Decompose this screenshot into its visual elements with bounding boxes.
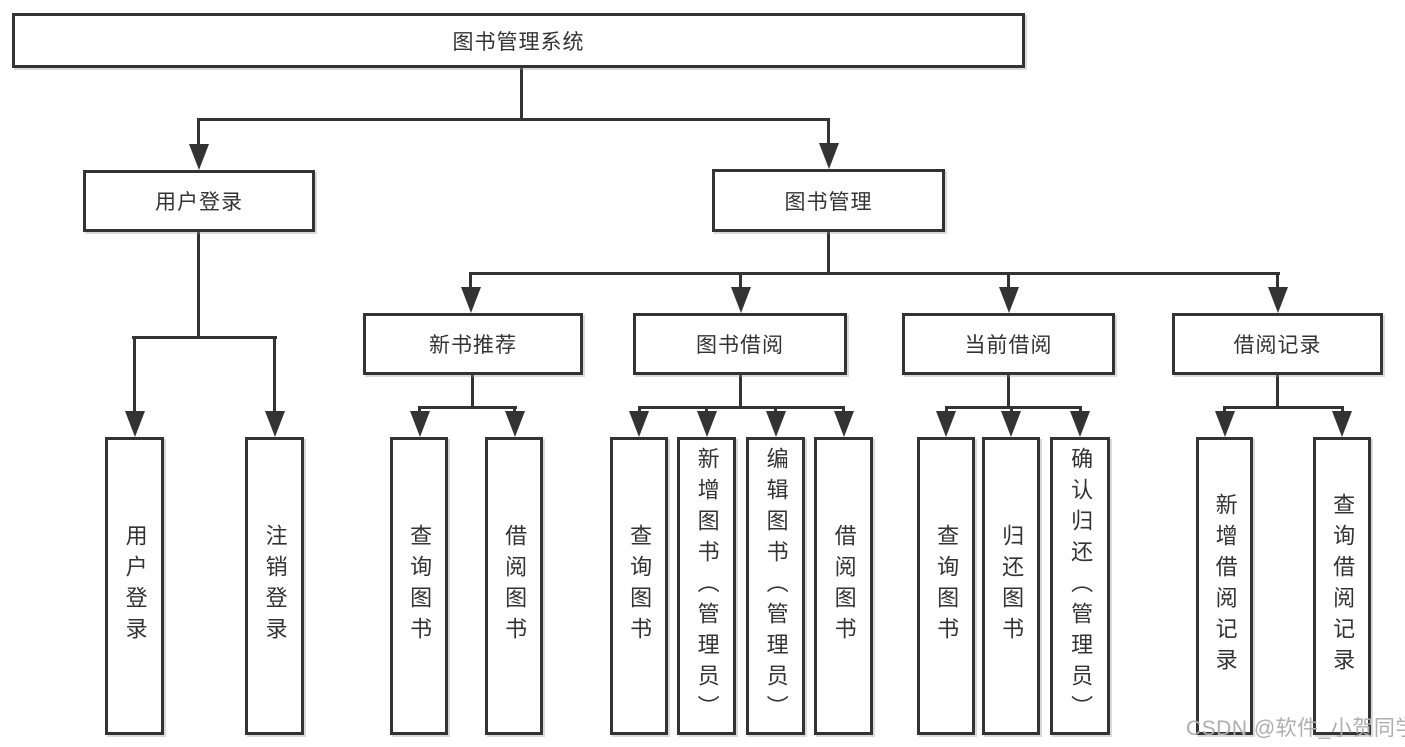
connector-line: [197, 232, 200, 336]
leaf-query-borrow-record-label: 查询借阅记录: [1330, 493, 1356, 679]
leaf-edit-book-admin-label: 编辑图书（管理员）: [763, 446, 789, 726]
connector-line: [197, 118, 200, 148]
leaf-user-login-label: 用户登录: [122, 524, 148, 648]
leaf-borrow-books-recommend-label: 借阅图书: [502, 524, 528, 648]
node-borrowing-records-label: 借阅记录: [1233, 334, 1322, 357]
connector-line: [739, 272, 742, 288]
node-user-login-label: 用户登录: [155, 191, 243, 214]
leaf-query-books-borrowing: 查询图书: [610, 437, 668, 735]
connector-line: [520, 68, 523, 118]
connector-line: [1223, 406, 1343, 409]
connector-line: [638, 406, 845, 409]
connector-line: [418, 406, 517, 409]
leaf-add-borrow-record: 新增借阅记录: [1196, 437, 1253, 735]
connector-line: [197, 118, 830, 121]
connector-line: [1276, 375, 1279, 406]
connector-line: [471, 375, 474, 406]
arrow-down-icon: [125, 411, 145, 437]
leaf-query-books-recommend-label: 查询图书: [407, 524, 433, 648]
connector-line: [638, 406, 641, 414]
connector-line: [945, 406, 1082, 409]
connector-line: [418, 406, 421, 414]
arrow-down-icon: [766, 411, 786, 437]
arrow-down-icon: [461, 287, 481, 313]
node-book-borrowing: 图书借阅: [633, 313, 847, 375]
leaf-return-book-label: 归还图书: [999, 524, 1025, 648]
connector-line: [132, 336, 277, 339]
connector-line: [1079, 406, 1082, 414]
leaf-query-books-current: 查询图书: [917, 437, 975, 735]
connector-line: [133, 336, 136, 414]
connector-line: [1007, 272, 1010, 288]
arrow-down-icon: [819, 143, 839, 169]
arrow-down-icon: [410, 411, 430, 437]
arrow-down-icon: [1268, 287, 1288, 313]
arrow-down-icon: [834, 411, 854, 437]
leaf-add-book-admin: 新增图书（管理员）: [677, 437, 736, 735]
connector-line: [513, 406, 516, 414]
arrow-down-icon: [505, 411, 525, 437]
leaf-confirm-return-admin: 确认归还（管理员）: [1050, 437, 1110, 735]
arrow-down-icon: [1001, 411, 1021, 437]
watermark: CSDN @软件_小贺同学: [1186, 717, 1405, 740]
node-new-book-recommendation: 新书推荐: [363, 313, 583, 375]
connector-line: [469, 272, 472, 288]
arrow-down-icon: [936, 411, 956, 437]
leaf-edit-book-admin: 编辑图书（管理员）: [746, 437, 805, 735]
connector-line: [1010, 406, 1013, 414]
connector-line: [739, 375, 742, 406]
leaf-return-book: 归还图书: [982, 437, 1040, 735]
leaf-query-borrow-record: 查询借阅记录: [1313, 437, 1371, 735]
arrow-down-icon: [1332, 411, 1352, 437]
leaf-add-borrow-record-label: 新增借阅记录: [1212, 493, 1238, 679]
leaf-logout-login-label: 注销登录: [262, 524, 288, 648]
node-root-label: 图书管理系统: [452, 30, 585, 54]
leaf-borrow-books-borrowing: 借阅图书: [814, 437, 873, 735]
connector-line: [705, 406, 708, 414]
connector-line: [273, 336, 276, 414]
leaf-logout-login: 注销登录: [245, 437, 304, 735]
leaf-query-books-borrowing-label: 查询图书: [627, 524, 653, 648]
node-current-borrowing-label: 当前借阅: [964, 334, 1053, 357]
leaf-query-books-current-label: 查询图书: [934, 524, 960, 648]
leaf-user-login: 用户登录: [105, 437, 164, 735]
leaf-query-books-recommend: 查询图书: [390, 437, 448, 735]
connector-line: [1223, 406, 1226, 414]
node-book-management-label: 图书管理: [784, 190, 873, 214]
connector-line: [842, 406, 845, 414]
node-current-borrowing: 当前借阅: [902, 313, 1115, 375]
connector-line: [1007, 375, 1010, 406]
leaf-borrow-books-borrowing-label: 借阅图书: [831, 524, 857, 648]
node-new-book-recommendation-label: 新书推荐: [429, 334, 517, 357]
connector-line: [1341, 406, 1344, 414]
node-borrowing-records: 借阅记录: [1172, 313, 1383, 375]
arrow-down-icon: [1070, 411, 1090, 437]
connector-line: [945, 406, 948, 414]
connector-line: [469, 272, 1280, 275]
node-user-login: 用户登录: [83, 170, 315, 232]
node-root: 图书管理系统: [12, 13, 1025, 68]
node-book-management: 图书管理: [712, 169, 945, 232]
arrow-down-icon: [1215, 411, 1235, 437]
leaf-borrow-books-recommend: 借阅图书: [485, 437, 543, 735]
connector-line: [827, 118, 830, 147]
arrow-down-icon: [629, 411, 649, 437]
arrow-down-icon: [697, 411, 717, 437]
node-book-borrowing-label: 图书借阅: [696, 334, 784, 357]
connector-line: [827, 232, 830, 272]
arrow-down-icon: [731, 287, 751, 313]
connector-line: [1276, 272, 1279, 288]
leaf-confirm-return-admin-label: 确认归还（管理员）: [1068, 446, 1094, 726]
connector-line: [774, 406, 777, 414]
arrow-down-icon: [189, 144, 209, 170]
arrow-down-icon: [999, 287, 1019, 313]
arrow-down-icon: [265, 411, 285, 437]
leaf-add-book-admin-label: 新增图书（管理员）: [694, 446, 720, 726]
